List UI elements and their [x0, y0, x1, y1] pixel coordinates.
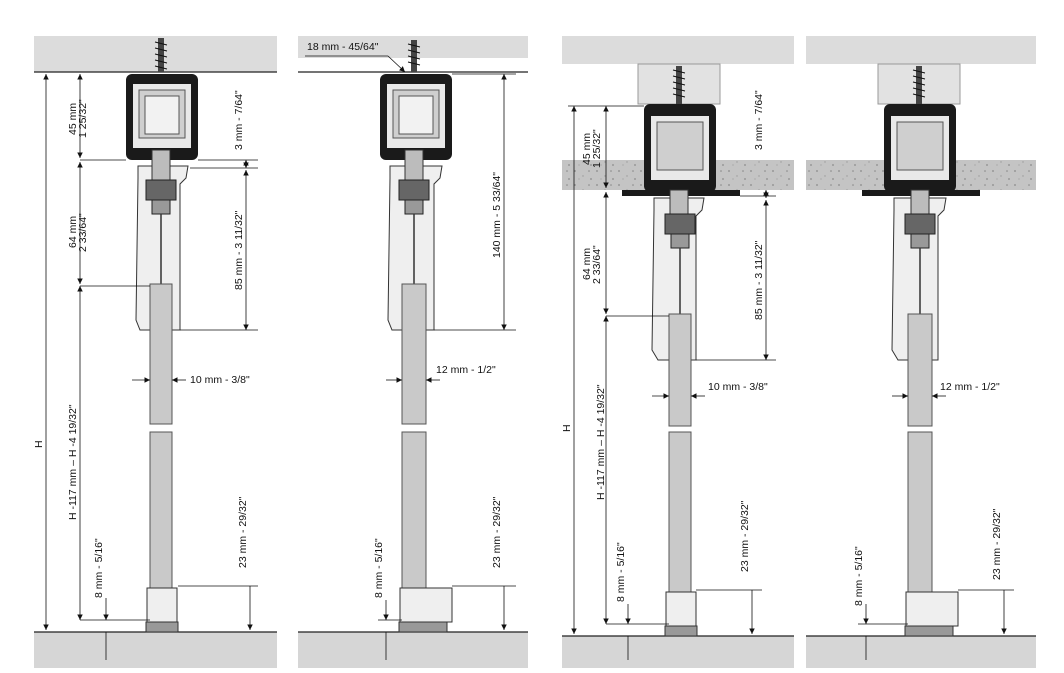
label-floor-8: 8 mm - 5/16"	[615, 542, 627, 602]
floor-guide	[664, 591, 698, 637]
glass-panel	[668, 313, 692, 427]
label-panel-12: 12 mm - 1/2"	[940, 381, 1000, 393]
view-3: H 45 mm 1 25/32" 64 mm 2 33/64" H -117 m…	[561, 36, 794, 668]
dim-lines-1	[43, 74, 258, 660]
ceiling	[806, 36, 1036, 64]
floor	[34, 632, 277, 668]
label-hanger-mm: 64 mm	[581, 248, 593, 280]
label-h: H	[561, 424, 573, 432]
label-h-range: H -117 mm – H -4 19/32"	[595, 384, 607, 500]
label-hanger-total: 85 mm - 3 11/32"	[753, 240, 765, 320]
glass-panel	[149, 283, 173, 425]
label-gap: 3 mm - 7/64"	[753, 90, 765, 150]
label-hanger-mm: 64 mm	[67, 216, 79, 248]
label-track-height-in: 1 25/32"	[591, 129, 603, 168]
dim-lines-4	[858, 393, 1014, 660]
label-hanger-in: 2 33/64"	[77, 213, 89, 252]
label-guide-23: 23 mm - 29/32"	[991, 508, 1003, 580]
label-panel-10: 10 mm - 3/8"	[708, 381, 768, 393]
label-track-height-in: 1 25/32"	[77, 99, 89, 138]
label-guide-23: 23 mm - 29/32"	[491, 496, 503, 568]
label-floor-8: 8 mm - 5/16"	[93, 538, 105, 598]
dim-lines-2	[305, 55, 516, 660]
track-profile	[380, 74, 452, 160]
track-profile	[862, 104, 980, 196]
view-1: H 45 mm 1 25/32" 64 mm 2 33/64" H -117 m…	[33, 36, 277, 668]
label-floor-8: 8 mm - 5/16"	[373, 538, 385, 598]
label-gap: 3 mm - 7/64"	[233, 90, 245, 150]
glass-panel	[907, 313, 933, 427]
label-track-height-mm: 45 mm	[67, 103, 79, 135]
floor-guide	[904, 591, 959, 637]
label-hanger-total: 85 mm - 3 11/32"	[233, 210, 245, 290]
floor-guide	[398, 587, 453, 633]
label-guide-23: 23 mm - 29/32"	[739, 500, 751, 572]
screw-icon	[912, 66, 926, 106]
label-h-range: H -117 mm – H -4 19/32"	[67, 404, 79, 520]
screw-icon	[407, 40, 421, 72]
track-profile	[126, 74, 198, 160]
hanger	[135, 149, 189, 331]
label-offset: 18 mm - 45/64"	[307, 41, 379, 53]
floor	[298, 632, 528, 668]
floor	[562, 636, 794, 668]
label-track-height-mm: 45 mm	[581, 133, 593, 165]
label-guide-23: 23 mm - 29/32"	[237, 496, 249, 568]
view-2: 18 mm - 45/64" 140 mm - 5 33/64" 12 mm -…	[298, 36, 528, 668]
label-hanger-in: 2 33/64"	[591, 245, 603, 284]
ceiling	[562, 36, 794, 64]
glass-panel	[401, 283, 427, 425]
screw-icon	[154, 38, 168, 72]
label-h: H	[33, 440, 45, 448]
floor-guide	[145, 587, 179, 633]
label-panel-10: 10 mm - 3/8"	[190, 374, 250, 386]
screw-icon	[672, 66, 686, 106]
view-4: 12 mm - 1/2" 23 mm - 29/32" 8 mm - 5/16"	[806, 36, 1036, 668]
dim-lines-3	[568, 105, 776, 660]
label-floor-8: 8 mm - 5/16"	[853, 546, 865, 606]
label-panel-12: 12 mm - 1/2"	[436, 364, 496, 376]
floor	[806, 636, 1036, 668]
label-overall-140: 140 mm - 5 33/64"	[491, 172, 503, 258]
